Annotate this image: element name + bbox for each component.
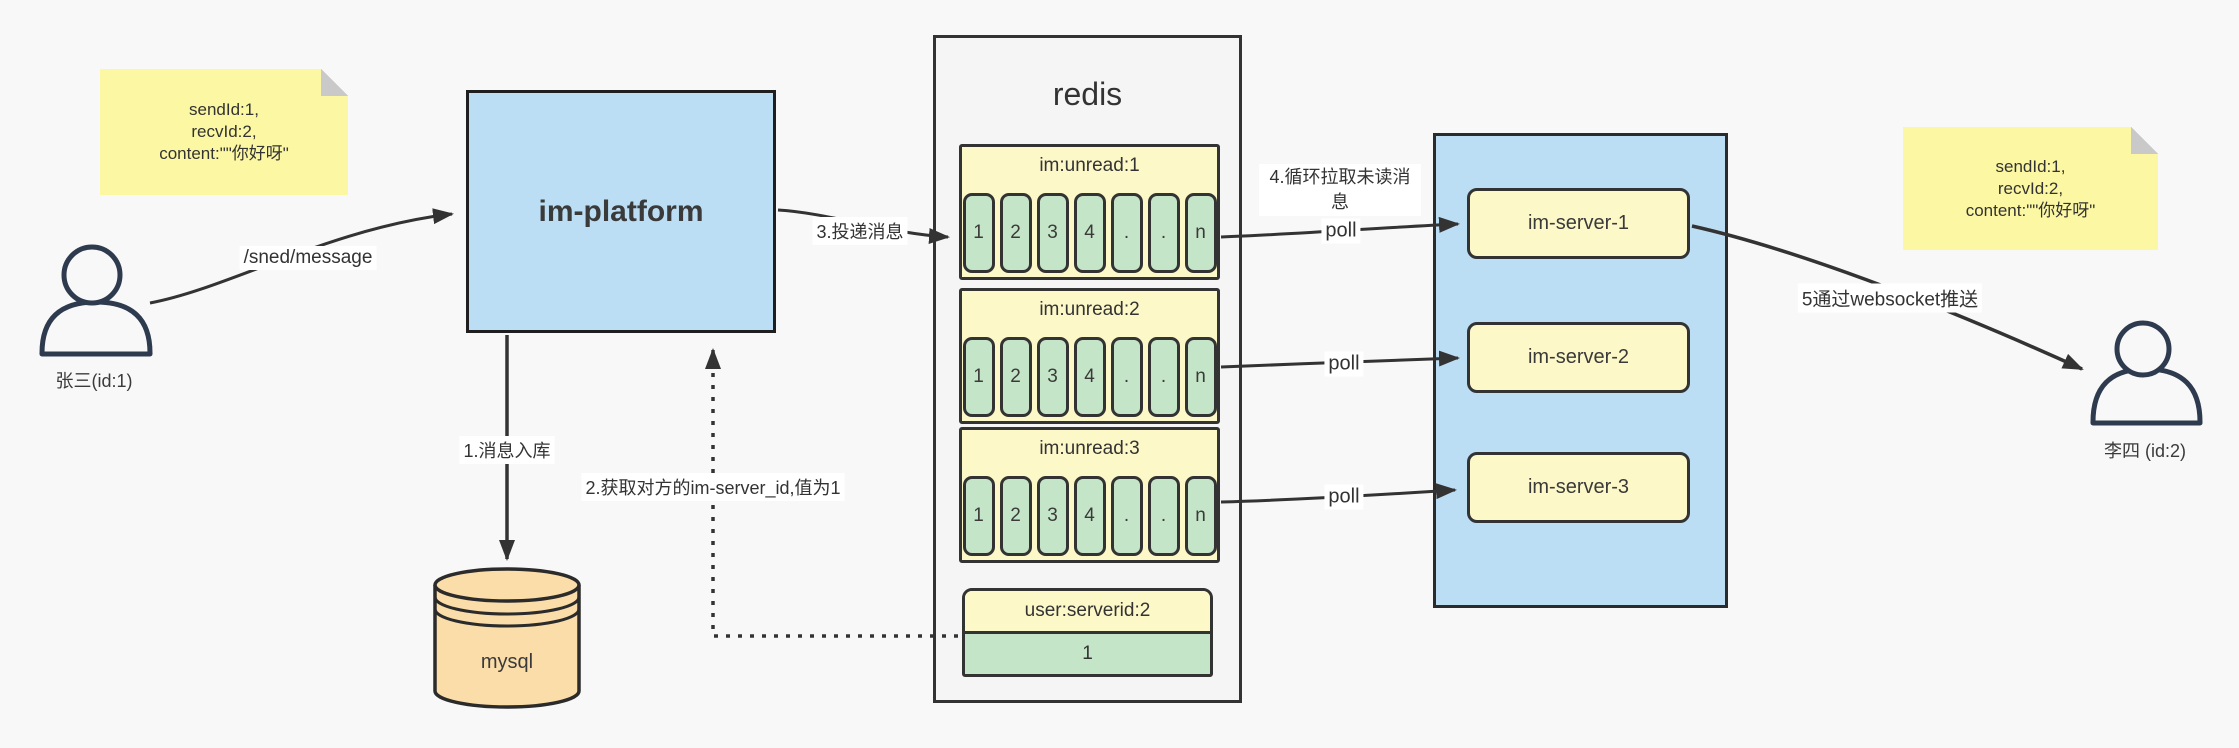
- user-icon: [2090, 320, 2203, 426]
- edge-label-step5: 5通过websocket推送: [1797, 283, 1983, 313]
- queue-im-unread-2: im:unread:2 1 2 3 4 . . n: [959, 288, 1220, 424]
- im-server-2-label: im-server-2: [1527, 346, 1630, 368]
- queue-cell: 1: [962, 193, 995, 273]
- queue-cell: 1: [962, 337, 995, 417]
- queue-cell: n: [1184, 337, 1217, 417]
- queue-cell: 4: [1073, 476, 1106, 556]
- user-icon: [39, 244, 153, 357]
- note-line: content:""你好呀": [159, 144, 289, 163]
- folded-corner-icon: [321, 69, 348, 96]
- note-line: sendId:1,: [189, 100, 259, 119]
- queue-cell: .: [1147, 193, 1180, 273]
- queue-cell: 1: [962, 476, 995, 556]
- im-server-1-node: im-server-1: [1467, 188, 1690, 259]
- queue-cell: .: [1110, 476, 1143, 556]
- queue-cell: 2: [999, 337, 1032, 417]
- edge-label-step2: 2.获取对方的im-server_id,值为1: [581, 473, 845, 501]
- edge-label-poll-1: poll: [1321, 218, 1361, 244]
- queue-cell: .: [1147, 337, 1180, 417]
- im-server-3-node: im-server-3: [1467, 452, 1690, 523]
- note-line: recvId:2,: [1997, 178, 2064, 198]
- edge-label-poll-3: poll: [1324, 484, 1364, 510]
- receiver-label: 李四 (id:2): [2103, 441, 2186, 461]
- im-server-1-label: im-server-1: [1527, 212, 1630, 234]
- folded-corner-icon: [2131, 127, 2158, 154]
- edge-label-step3: 3.投递消息: [812, 217, 908, 245]
- queue-cell: 2: [999, 193, 1032, 273]
- redis-title: redis: [1052, 76, 1123, 112]
- queue-cells: 1 2 3 4 . . n: [962, 337, 1217, 417]
- queue-cell: .: [1147, 476, 1180, 556]
- queue-cell: 4: [1073, 337, 1106, 417]
- queue-cell: n: [1184, 193, 1217, 273]
- queue-name: im:unread:3: [1039, 438, 1140, 459]
- queue-cell: 3: [1036, 193, 1069, 273]
- mysql-label: mysql: [480, 651, 534, 673]
- edge-label-send: /sned/message: [239, 246, 377, 270]
- note-line: recvId:2,: [191, 122, 257, 141]
- sender-label: 张三(id:1): [55, 371, 133, 391]
- im-platform-node: im-platform: [466, 90, 776, 333]
- queue-im-unread-3: im:unread:3 1 2 3 4 . . n: [959, 427, 1220, 563]
- queue-im-unread-1: im:unread:1 1 2 3 4 . . n: [959, 144, 1220, 280]
- receiver-actor: [2078, 312, 2218, 430]
- edge-label-step4: 4.循环拉取未读消息: [1259, 164, 1421, 216]
- queue-cell: .: [1110, 337, 1143, 417]
- queue-cells: 1 2 3 4 . . n: [962, 476, 1217, 556]
- im-platform-label: im-platform: [538, 194, 704, 228]
- sticky-note-message-left: sendId:1, recvId:2, content:""你好呀": [100, 69, 348, 195]
- im-server-3-label: im-server-3: [1527, 476, 1630, 498]
- queue-cell: 3: [1036, 337, 1069, 417]
- note-line: sendId:1,: [1995, 156, 2066, 176]
- queue-name: im:unread:1: [1039, 155, 1140, 176]
- queue-cells: 1 2 3 4 . . n: [962, 193, 1217, 273]
- queue-cell: 4: [1073, 193, 1106, 273]
- queue-cell: 3: [1036, 476, 1069, 556]
- sender-actor: [25, 242, 165, 360]
- queue-name: im:unread:2: [1039, 299, 1140, 320]
- edge-label-step1: 1.消息入库: [459, 436, 555, 464]
- mysql-node: mysql: [431, 563, 583, 715]
- note-line: content:""你好呀": [1965, 200, 2096, 220]
- queue-cell: n: [1184, 476, 1217, 556]
- user-serverid-node: user:serverid:2 1: [962, 588, 1213, 677]
- queue-cell: 2: [999, 476, 1032, 556]
- im-server-2-node: im-server-2: [1467, 322, 1690, 393]
- edge-label-poll-2: poll: [1324, 351, 1364, 377]
- user-serverid-key: user:serverid:2: [965, 591, 1210, 634]
- queue-cell: .: [1110, 193, 1143, 273]
- redis-container: redis im:unread:1 1 2 3 4 . . n im:unrea…: [933, 35, 1242, 703]
- user-serverid-value: 1: [965, 634, 1210, 674]
- sticky-note-message-right: sendId:1, recvId:2, content:""你好呀": [1903, 127, 2158, 250]
- database-icon: [433, 567, 581, 709]
- im-server-group: im-server-1 im-server-2 im-server-3: [1433, 133, 1728, 608]
